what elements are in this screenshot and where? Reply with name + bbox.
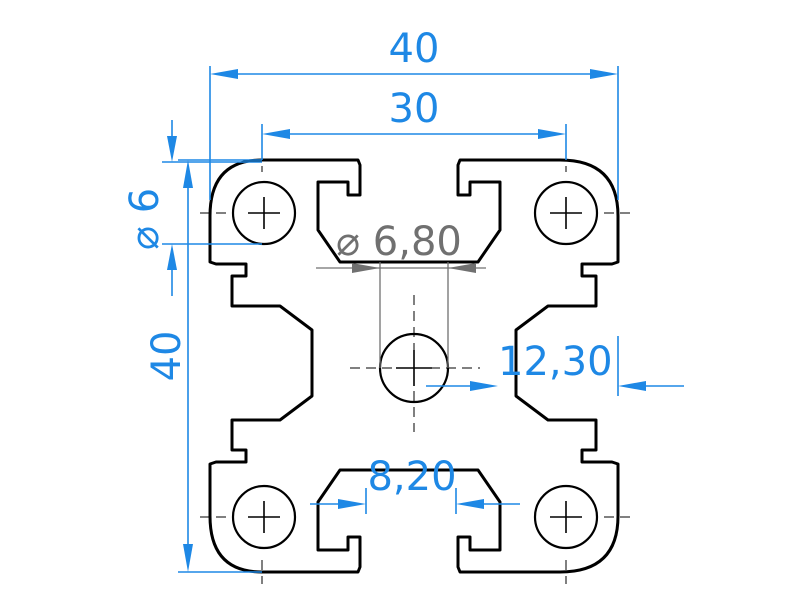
center-hole-diameter-value: 6,80 — [373, 219, 462, 265]
slot-width-label: 8,20 — [367, 454, 456, 500]
center-hole-diameter-label: ⌀ 6,80 — [336, 219, 462, 265]
slot-spacing-label: 30 — [389, 86, 440, 132]
dimension-overall-width: 40 — [209, 26, 619, 200]
dimension-slot-spacing: 30 — [261, 86, 567, 160]
dimension-hole-diameter: ⌀ 6 — [122, 120, 262, 296]
overall-height-label: 40 — [144, 331, 190, 382]
dimension-center-hole-diameter: ⌀ 6,80 — [316, 219, 486, 368]
hole-diameter-value: 6 — [122, 188, 168, 213]
diameter-symbol: ⌀ — [336, 219, 373, 265]
hole-diameter-label: ⌀ 6 — [122, 188, 168, 250]
corner-hole-top-left — [231, 180, 297, 246]
corner-hole-bottom-left — [231, 484, 297, 550]
corner-hole-bottom-right — [533, 484, 599, 550]
dimension-slot-width: 8,20 — [310, 454, 520, 514]
corner-hole-top-right — [533, 180, 599, 246]
diameter-symbol: ⌀ — [122, 213, 168, 250]
core-width-label: 12,30 — [498, 339, 613, 385]
dimension-core-width: 12,30 — [426, 336, 684, 396]
profile-outline — [208, 158, 620, 574]
overall-width-label: 40 — [389, 26, 440, 72]
dimension-overall-height: 40 — [144, 159, 262, 573]
